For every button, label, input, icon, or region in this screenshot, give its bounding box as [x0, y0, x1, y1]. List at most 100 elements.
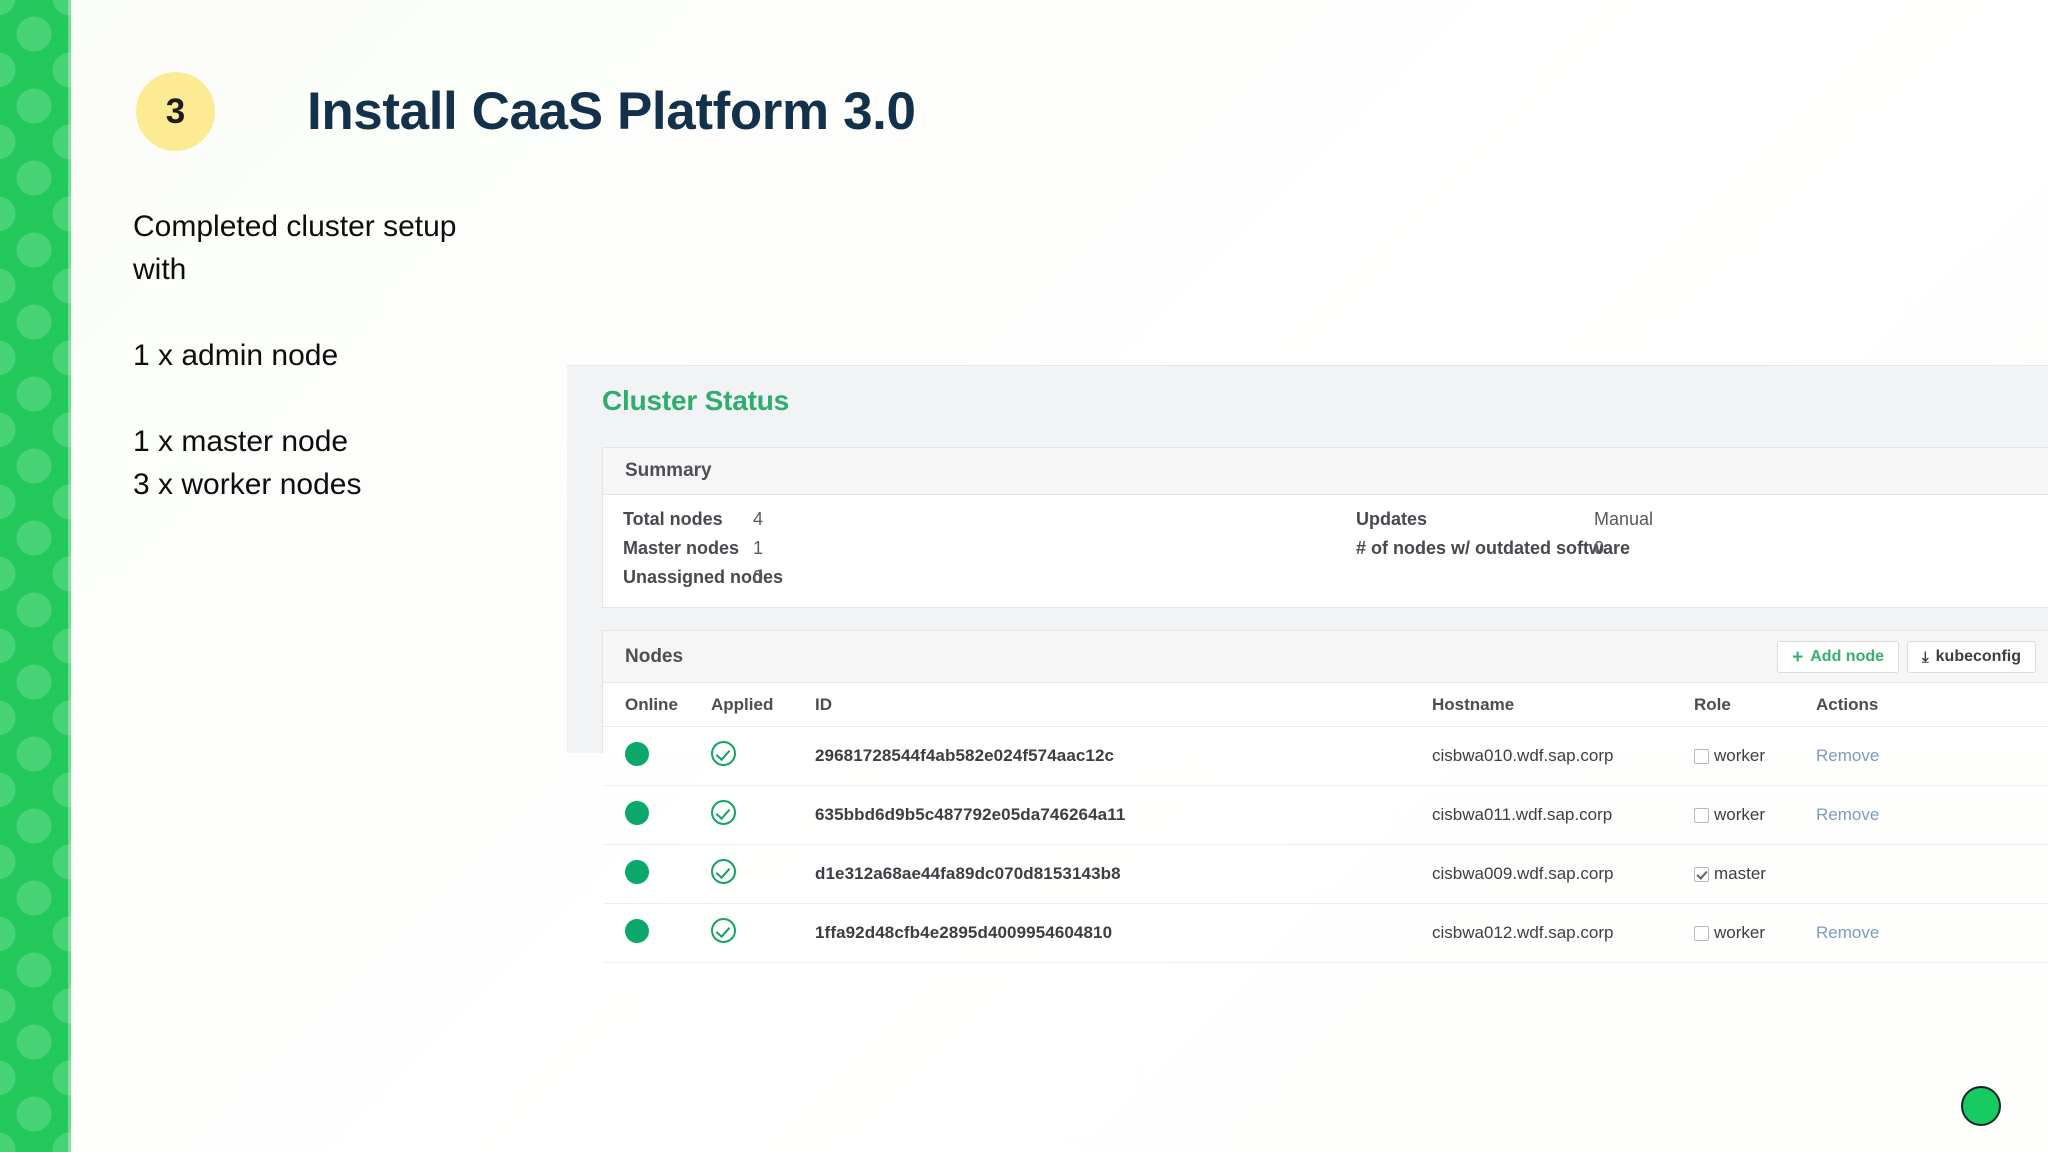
- role-checkbox[interactable]: [1694, 807, 1709, 823]
- kubeconfig-button[interactable]: ⤓ kubeconfig: [1907, 641, 2036, 673]
- body-line-2: with: [133, 253, 187, 286]
- role-label: master: [1714, 864, 1766, 883]
- cell-actions: Remove: [1816, 726, 2048, 786]
- cell-actions: Remove: [1816, 903, 2048, 963]
- role-label: worker: [1714, 805, 1766, 824]
- cell-role: worker: [1694, 785, 1816, 845]
- column-header-applied: Applied: [711, 683, 815, 727]
- nodes-card-header: Nodes + Add node ⤓ kubeconfig: [603, 631, 2048, 683]
- stat-unassigned-nodes-value: 0: [753, 567, 764, 587]
- nodes-card: Nodes + Add node ⤓ kubeconfig Online: [602, 630, 2048, 963]
- slide-header: 3 Install CaaS Platform 3.0: [136, 72, 916, 151]
- stat-outdated-software: # of nodes w/ outdated software 0: [1356, 538, 1653, 567]
- column-header-role: Role: [1694, 683, 1816, 727]
- download-icon: ⤓: [1922, 648, 1929, 666]
- nodes-table: Online Applied ID Hostname Role Actions …: [603, 683, 2048, 963]
- stat-unassigned-nodes: Unassigned nodes 0: [623, 567, 783, 596]
- stat-total-nodes: Total nodes 4: [623, 509, 763, 538]
- table-row: 635bbd6d9b5c487792e05da746264a11 cisbwa01…: [603, 785, 2048, 845]
- column-header-id: ID: [815, 683, 1227, 727]
- add-node-button[interactable]: + Add node: [1777, 641, 1900, 673]
- nodes-table-body: 29681728544f4ab582e024f574aac12c cisbwa01…: [603, 726, 2048, 963]
- remove-node-link[interactable]: Remove: [1816, 923, 1880, 942]
- check-circle-icon: [711, 741, 736, 766]
- role-label: worker: [1714, 923, 1766, 942]
- corner-green-dot: [1961, 1086, 2001, 1126]
- stat-master-nodes: Master nodes 1: [623, 538, 763, 567]
- stat-updates-label: Updates: [1356, 509, 1428, 529]
- body-spacer-1: [133, 291, 463, 334]
- stat-total-nodes-label: Total nodes: [623, 509, 723, 529]
- online-status-icon: [625, 800, 649, 825]
- table-header-row: Online Applied ID Hostname Role Actions: [603, 683, 2048, 727]
- cell-node-id: 29681728544f4ab582e024f574aac12c: [815, 726, 1227, 786]
- summary-right-stats: Updates Manual # of nodes w/ outdated so…: [1356, 509, 1653, 567]
- stat-total-nodes-value: 4: [753, 509, 764, 529]
- cluster-status-title: Cluster Status: [602, 385, 790, 416]
- role-cell-wrapper: worker: [1694, 923, 1816, 943]
- stat-updates-value: Manual: [1594, 509, 1654, 529]
- body-spacer-2: [133, 377, 463, 420]
- online-status-icon: [625, 741, 649, 766]
- add-node-button-label: Add node: [1810, 648, 1885, 665]
- column-header-actions: Actions: [1816, 683, 2048, 727]
- stat-master-nodes-value: 1: [753, 538, 764, 558]
- cell-role: worker: [1694, 903, 1816, 963]
- check-circle-icon: [711, 918, 736, 943]
- role-cell-wrapper: master: [1694, 864, 1816, 884]
- cell-online: [603, 726, 711, 786]
- cell-role: master: [1694, 844, 1816, 904]
- cell-actions: [1816, 844, 2048, 904]
- role-cell-wrapper: worker: [1694, 746, 1816, 766]
- nodes-toolbar: + Add node ⤓ kubeconfig: [1777, 641, 2036, 673]
- role-checkbox-checked[interactable]: [1694, 866, 1709, 882]
- cell-spacer: [1227, 903, 1432, 963]
- step-number-badge: 3: [136, 72, 215, 151]
- cell-hostname: cisbwa010.wdf.sap.corp: [1432, 726, 1694, 786]
- cell-online: [603, 844, 711, 904]
- role-checkbox[interactable]: [1694, 748, 1709, 764]
- column-header-online: Online: [603, 683, 711, 727]
- cell-applied: [711, 903, 815, 963]
- online-status-icon: [625, 918, 649, 943]
- stat-master-nodes-label: Master nodes: [623, 538, 740, 558]
- nodes-table-head: Online Applied ID Hostname Role Actions: [603, 683, 2048, 727]
- kubeconfig-button-label: kubeconfig: [1935, 648, 2021, 665]
- column-header-hostname: Hostname: [1432, 683, 1694, 727]
- check-circle-icon: [711, 800, 736, 825]
- remove-node-link[interactable]: Remove: [1816, 746, 1880, 765]
- remove-node-link[interactable]: Remove: [1816, 805, 1880, 824]
- cell-role: worker: [1694, 726, 1816, 786]
- sidebar-dot-pattern: [0, 0, 71, 1152]
- summary-card-header: Summary: [603, 448, 2048, 495]
- cell-hostname: cisbwa011.wdf.sap.corp: [1432, 785, 1694, 845]
- cell-online: [603, 785, 711, 845]
- stat-outdated-software-value: 0: [1594, 538, 1605, 558]
- cell-spacer: [1227, 844, 1432, 904]
- body-line-3: 1 x admin node: [133, 339, 339, 372]
- cell-spacer: [1227, 726, 1432, 786]
- cell-node-id: 635bbd6d9b5c487792e05da746264a11: [815, 785, 1227, 845]
- role-checkbox[interactable]: [1694, 925, 1709, 941]
- summary-card: Summary Total nodes 4 Master nodes 1 Una…: [602, 447, 2048, 608]
- nodes-heading: Nodes: [625, 645, 684, 667]
- cluster-status-screenshot: Cluster Status Summary Total nodes 4 Mas…: [567, 365, 2048, 963]
- cell-applied: [711, 726, 815, 786]
- summary-card-body: Total nodes 4 Master nodes 1 Unassigned …: [603, 495, 2048, 587]
- body-line-5: 3 x worker nodes: [133, 468, 362, 501]
- slide-body-text: Completed cluster setup with 1 x admin n…: [133, 205, 463, 506]
- decorative-green-sidebar: [0, 0, 71, 1152]
- stat-outdated-software-label: # of nodes w/ outdated software: [1356, 538, 1631, 558]
- cell-online: [603, 903, 711, 963]
- role-label: worker: [1714, 746, 1766, 765]
- cell-applied: [711, 844, 815, 904]
- cell-applied: [711, 785, 815, 845]
- body-line-4: 1 x master node: [133, 425, 349, 458]
- cell-hostname: cisbwa012.wdf.sap.corp: [1432, 903, 1694, 963]
- cell-actions: Remove: [1816, 785, 2048, 845]
- page-title: Install CaaS Platform 3.0: [307, 82, 916, 141]
- column-header-spacer: [1227, 683, 1432, 727]
